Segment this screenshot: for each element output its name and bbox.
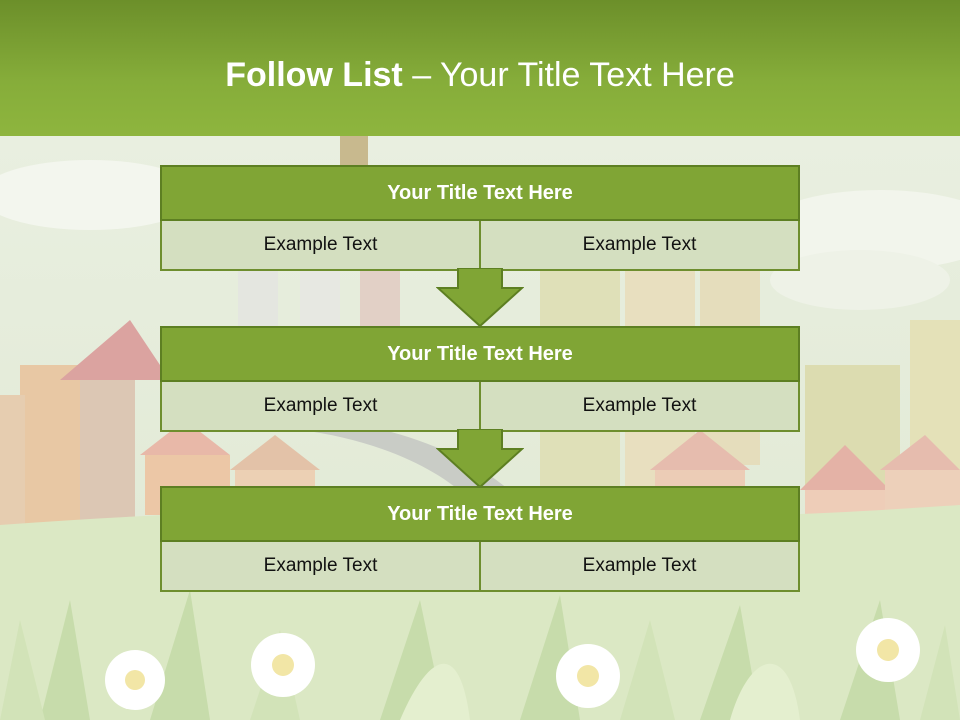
block-row: Example Text Example Text [160,221,800,271]
slide-title: Follow List – Your Title Text Here [0,52,960,98]
block-cell-right: Example Text [481,382,800,432]
block-title: Your Title Text Here [160,165,800,221]
block-row: Example Text Example Text [160,382,800,432]
down-arrow-icon [436,429,524,489]
list-block-2: Your Title Text Here Example Text Exampl… [160,326,800,432]
block-title: Your Title Text Here [160,326,800,382]
block-cell-left: Example Text [160,542,481,592]
list-block-3: Your Title Text Here Example Text Exampl… [160,486,800,592]
block-title: Your Title Text Here [160,486,800,542]
block-row: Example Text Example Text [160,542,800,592]
down-arrow-icon [436,268,524,328]
list-block-1: Your Title Text Here Example Text Exampl… [160,165,800,271]
header-bar [0,0,960,136]
slide-title-bold: Follow List [225,56,403,94]
block-cell-left: Example Text [160,382,481,432]
block-cell-left: Example Text [160,221,481,271]
block-cell-right: Example Text [481,542,800,592]
slide-title-rest: – Your Title Text Here [402,56,735,94]
block-cell-right: Example Text [481,221,800,271]
